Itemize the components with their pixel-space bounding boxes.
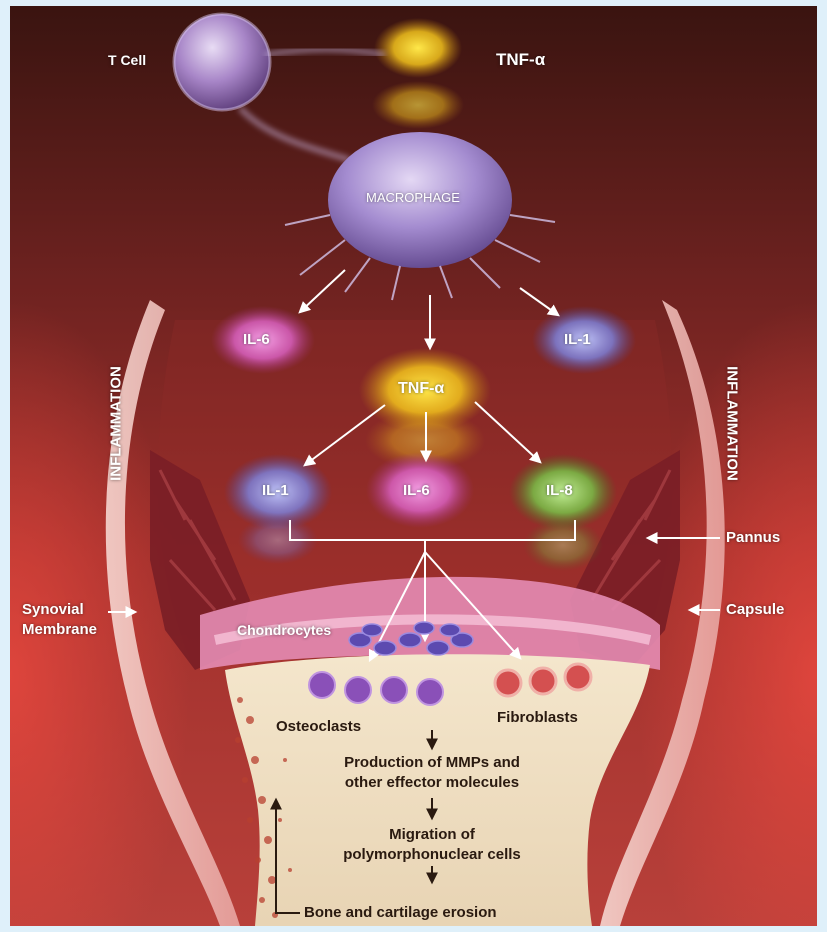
il8-lower-label: IL-8 (546, 482, 573, 499)
step-erosion-label: Bone and cartilage erosion (304, 904, 497, 921)
il1-upper-label: IL-1 (564, 331, 591, 348)
step-production-line1: Production of MMPs and (300, 754, 564, 771)
step-migration-line2: polymorphonuclear cells (300, 846, 564, 863)
macrophage-label: MACROPHAGE (366, 190, 460, 205)
osteoclasts-label: Osteoclasts (276, 718, 361, 735)
t-cell-shape (174, 14, 270, 110)
tnf-alpha-mid-label: TNF-α (398, 380, 444, 398)
fibroblasts-label: Fibroblasts (497, 709, 578, 726)
il1-lower-label: IL-1 (262, 482, 289, 499)
step-migration-line1: Migration of (300, 826, 564, 843)
il6-upper-label: IL-6 (243, 331, 270, 348)
tnf-alpha-top-label: TNF-α (496, 50, 545, 70)
step-production-line2: other effector molecules (300, 774, 564, 791)
inflammation-left-label: INFLAMMATION (108, 359, 125, 489)
chondrocytes-label: Chondrocytes (237, 622, 331, 638)
capsule-label: Capsule (726, 601, 784, 618)
t-cell-label: T Cell (108, 52, 146, 68)
il6-lower-label: IL-6 (403, 482, 430, 499)
inflammation-right-label: INFLAMMATION (724, 359, 741, 489)
synovial-membrane-label-line2: Membrane (22, 621, 97, 638)
synovial-membrane-label-line1: Synovial (22, 601, 84, 618)
pannus-label: Pannus (726, 529, 780, 546)
